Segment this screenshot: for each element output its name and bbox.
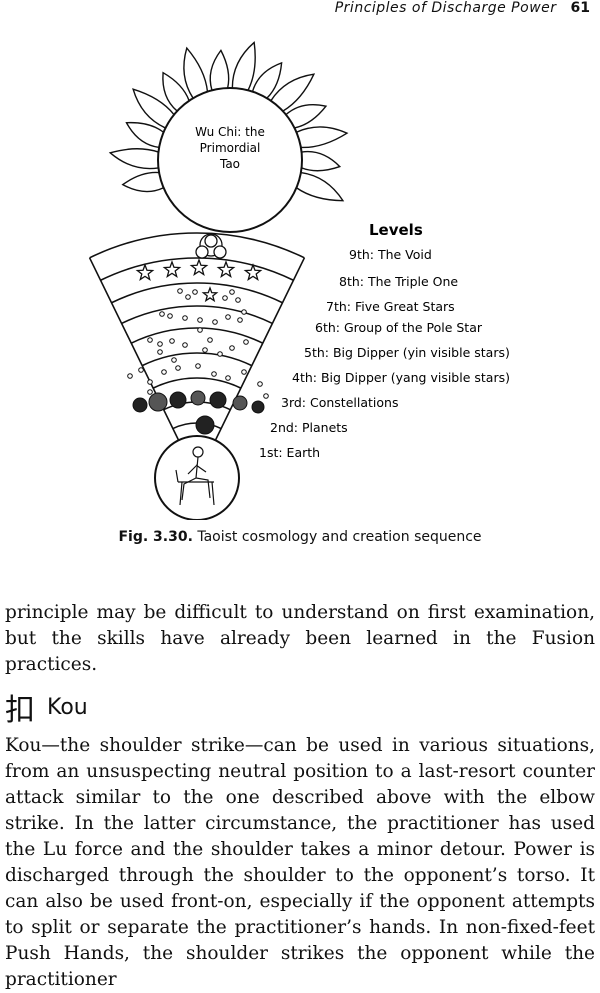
- star-dot: [160, 312, 165, 317]
- sun-label-line-3: Tao: [219, 157, 240, 171]
- sun-ray: [232, 42, 255, 90]
- star-dot: [148, 338, 153, 343]
- cosmology-figure: Wu Chi: the Primordial Tao Levels 9th: T…: [0, 30, 600, 520]
- figure-caption-label: Fig. 3.30.: [118, 529, 192, 545]
- star-dot: [203, 348, 208, 353]
- planet-icon: [210, 392, 226, 408]
- planet-icon: [133, 398, 147, 412]
- star-dot: [178, 289, 183, 294]
- level-label-4: 4th: Big Dipper (yang visible stars): [292, 370, 510, 385]
- star-icon: [191, 260, 206, 274]
- section-glyph: 扣: [5, 685, 35, 729]
- star-dot: [170, 339, 175, 344]
- star-dot: [264, 394, 269, 399]
- star-dot: [208, 338, 213, 343]
- star-dot: [242, 370, 247, 375]
- star-dot: [242, 310, 247, 315]
- star-dot: [198, 318, 203, 323]
- star-dot: [128, 374, 133, 379]
- star-dot: [186, 295, 191, 300]
- star-dot: [226, 376, 231, 381]
- levels-heading: Levels: [369, 221, 423, 239]
- level-label-3: 3rd: Constellations: [281, 395, 398, 410]
- level-label-6: 6th: Group of the Pole Star: [315, 320, 483, 335]
- star-icon: [164, 262, 179, 276]
- star-dot: [139, 368, 144, 373]
- star-dot: [162, 370, 167, 375]
- star-dot: [223, 296, 228, 301]
- figure-caption-text: Taoist cosmology and creation sequence: [193, 529, 482, 545]
- level-label-7: 7th: Five Great Stars: [326, 299, 455, 314]
- sun-label-line-1: Wu Chi: the: [195, 125, 265, 139]
- planet-icon: [149, 393, 167, 411]
- section-heading: 扣 Kou: [5, 685, 88, 729]
- star-dot: [183, 316, 188, 321]
- sun-ray: [210, 50, 228, 90]
- body-paragraph-2: Kou—the shoulder strike—can be used in v…: [5, 733, 595, 993]
- star-dot: [230, 346, 235, 351]
- star-dot: [168, 314, 173, 319]
- figure-caption: Fig. 3.30. Taoist cosmology and creation…: [0, 529, 600, 545]
- triple-one-symbol: [196, 234, 226, 258]
- sun-ray: [127, 123, 164, 148]
- star-dot: [158, 342, 163, 347]
- sun-ray: [184, 48, 208, 98]
- star-dot: [148, 390, 153, 395]
- star-dot: [158, 350, 163, 355]
- level-arc: [122, 306, 273, 323]
- star-icon: [203, 288, 216, 301]
- planet-icon: [252, 401, 264, 413]
- level-label-8: 8th: The Triple One: [339, 274, 458, 289]
- star-dots: [128, 289, 269, 399]
- earth-globe: [196, 416, 214, 434]
- body-paragraph-1: principle may be difficult to understand…: [5, 600, 595, 678]
- star-dot: [230, 290, 235, 295]
- sun-ray: [123, 172, 164, 191]
- star-dot: [244, 340, 249, 345]
- star-dot: [212, 372, 217, 377]
- planet-icon: [191, 391, 205, 405]
- star-dot: [198, 328, 203, 333]
- running-header: Principles of Discharge Power 61: [335, 0, 590, 26]
- planet-row: [133, 391, 264, 413]
- sun-ray: [296, 127, 347, 148]
- star-dot: [218, 352, 223, 357]
- star-icon: [218, 262, 233, 276]
- page-number: 61: [571, 0, 590, 16]
- star-icon: [137, 265, 152, 279]
- five-great-stars: [137, 260, 260, 301]
- sun-label-line-2: Primordial: [200, 141, 261, 155]
- planet-icon: [170, 392, 186, 408]
- star-dot: [258, 382, 263, 387]
- level-label-1: 1st: Earth: [259, 445, 320, 460]
- star-dot: [172, 358, 177, 363]
- planet-icon: [233, 396, 247, 410]
- star-dot: [213, 320, 218, 325]
- star-dot: [148, 380, 153, 385]
- star-dot: [183, 343, 188, 348]
- running-header-title: Principles of Discharge Power: [335, 0, 557, 16]
- level-label-5: 5th: Big Dipper (yin visible stars): [304, 345, 510, 360]
- star-dot: [236, 298, 241, 303]
- sun-ray: [296, 173, 342, 201]
- star-dot: [196, 364, 201, 369]
- star-dot: [193, 290, 198, 295]
- star-dot: [238, 318, 243, 323]
- sun-ray: [110, 149, 158, 169]
- sun-ray: [302, 152, 340, 171]
- star-dot: [226, 315, 231, 320]
- level-label-9: 9th: The Void: [349, 247, 432, 262]
- section-title: Kou: [47, 695, 88, 720]
- level-label-2: 2nd: Planets: [270, 420, 348, 435]
- star-dot: [176, 366, 181, 371]
